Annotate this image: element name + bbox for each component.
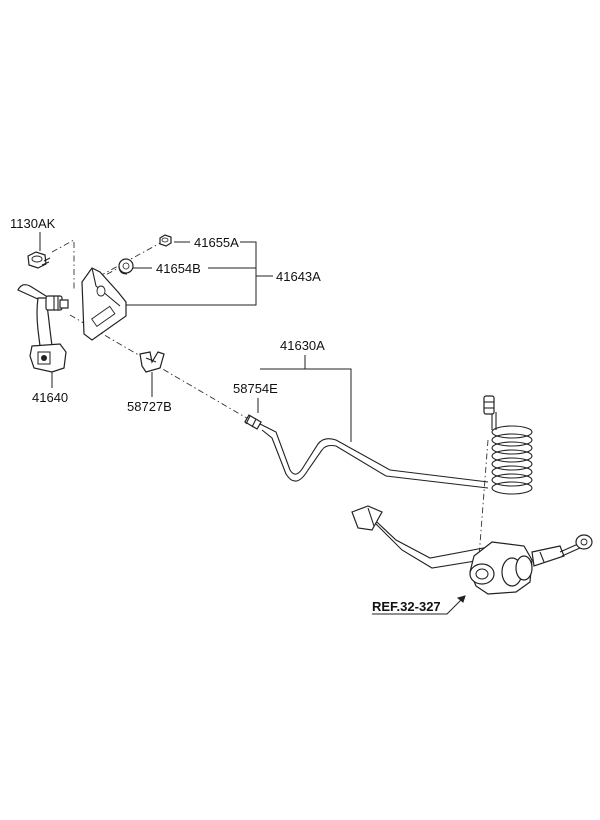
- nut-41655a: [159, 234, 172, 247]
- assembly-lines: [51, 239, 489, 571]
- washer-41654b: [118, 258, 134, 275]
- master-cylinder-ref: [351, 505, 593, 595]
- bolt-1130ak: [27, 251, 51, 269]
- hose-fitting-58754e: [244, 414, 262, 430]
- label-41654b: 41654B: [156, 261, 201, 276]
- release-cylinder-41640: [17, 284, 69, 373]
- bracket-41643a: [81, 267, 127, 341]
- label-58727b: 58727B: [127, 399, 172, 414]
- leader-lines: [39, 232, 466, 615]
- label-41640: 41640: [32, 390, 68, 405]
- label-1130ak: 1130AK: [10, 216, 56, 231]
- label-58754e: 58754E: [233, 381, 278, 396]
- label-41655a: 41655A: [194, 235, 239, 250]
- label-41643a: 41643A: [276, 269, 321, 284]
- pipe-41630a: [244, 395, 533, 495]
- label-ref-32-327: REF.32-327: [372, 599, 441, 614]
- pipe-coil: [483, 395, 533, 495]
- clip-58727b: [139, 351, 165, 373]
- label-41630a: 41630A: [280, 338, 325, 353]
